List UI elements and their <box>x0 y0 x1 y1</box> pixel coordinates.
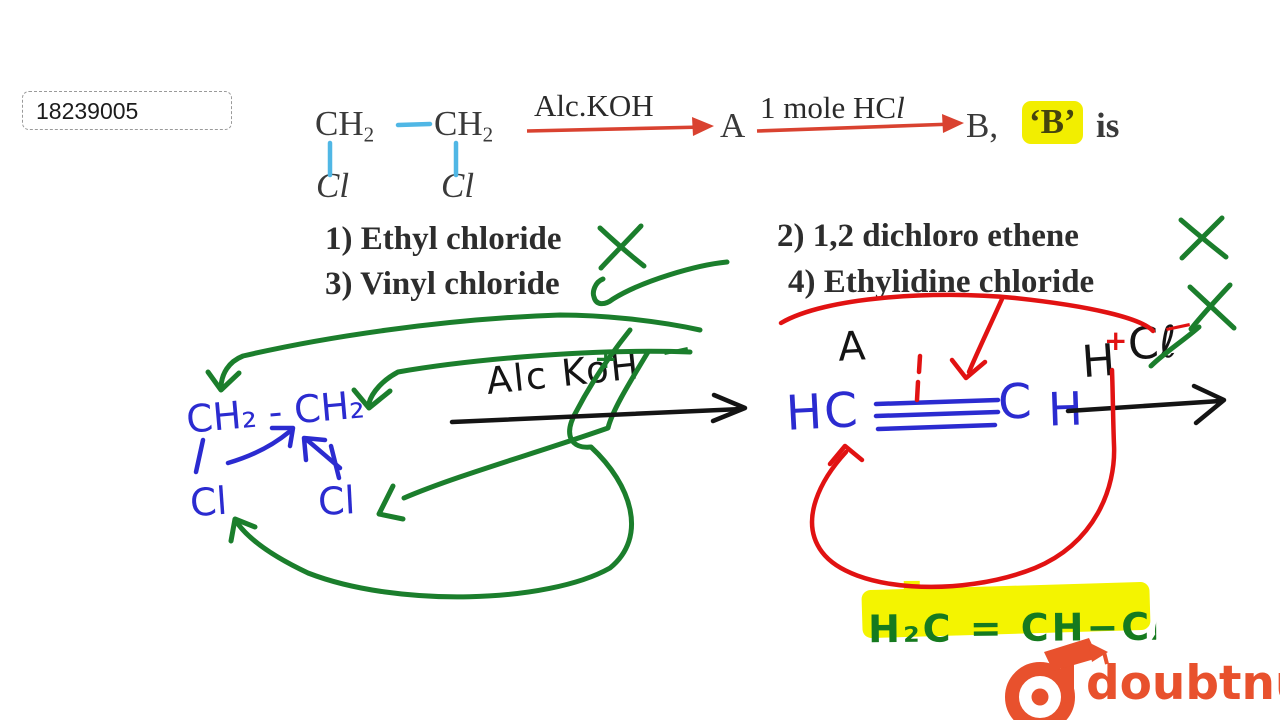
green-check-option-3 <box>590 259 730 307</box>
hand-bond-right <box>328 443 342 481</box>
suffix-is: is <box>1096 106 1120 145</box>
blue-swap-arrow-2 <box>304 437 343 471</box>
hand-arrow-2 <box>1065 398 1223 414</box>
logo-d-dot <box>1031 688 1049 706</box>
hand-arrow-2-head <box>1191 383 1227 426</box>
triple-bond-2 <box>873 409 1001 419</box>
blue-swap-arrowhead-2 <box>301 435 328 463</box>
green-arrowhead-ch2-left <box>205 369 242 393</box>
triple-bond-3 <box>875 422 998 432</box>
formula-ch2-right: CH2 <box>434 104 494 147</box>
hand-intermediate-a: A <box>836 323 867 371</box>
hand-reagent-alc-koh: Alc KoH <box>484 344 643 403</box>
green-arrowhead-cl-left <box>228 516 258 544</box>
red-branch-to-bond <box>966 296 1005 375</box>
option-1: 1) Ethyl chloride <box>325 221 562 257</box>
green-cross-option-4 <box>1187 282 1237 332</box>
highlighted-b: ‘B’ <box>1022 101 1083 144</box>
triple-bond-1 <box>873 397 1001 407</box>
option-2: 2) 1,2 dichloro ethene <box>777 218 1079 254</box>
hand-arrow-1 <box>449 406 745 425</box>
intermediate-a-label: A <box>720 106 746 145</box>
red-arrowhead-bond <box>949 357 988 381</box>
hand-alkyne-c: C <box>997 373 1033 431</box>
doubtnut-logo-text: doubtnut <box>1086 656 1280 711</box>
red-bond-mark <box>914 353 923 403</box>
option-4: 4) Ethylidine chloride <box>788 264 1095 300</box>
hand-minus-sign: − <box>655 325 697 375</box>
green-cross-option-2 <box>1178 215 1229 261</box>
hand-bond-left <box>193 437 206 475</box>
formula-cl-left: Cl <box>316 166 350 205</box>
reaction-arrow-1-head <box>692 117 714 136</box>
hand-hcl-plus: + <box>1104 324 1128 357</box>
option-3: 3) Vinyl chloride <box>325 266 560 302</box>
hand-cl-right: Cl <box>316 478 357 524</box>
reagent-label-alc-koh: Alc.KOH <box>534 88 654 123</box>
logo-d-bowl <box>1005 662 1075 720</box>
bond-cc <box>395 121 433 128</box>
reaction-arrow-2-head <box>942 114 964 133</box>
hand-alkyne-hc: HC <box>784 382 862 442</box>
logo-d-ascender <box>1061 653 1074 703</box>
green-cross-option-1 <box>597 223 647 271</box>
hand-reactant-formula: CH₂ - CH₂ <box>184 382 367 442</box>
hand-arrow-1-head <box>710 392 748 424</box>
formula-ch2-left: CH2 <box>315 104 375 147</box>
question-id-box <box>22 91 232 130</box>
reaction-arrow-1 <box>526 125 705 133</box>
hand-cl-left: Cl <box>188 478 229 526</box>
green-arrowhead-cl-right <box>376 483 406 522</box>
hand-answer-formula: H₂C = CH−Cℓ <box>867 604 1157 644</box>
answer-area: H₂C = CH−Cℓ <box>860 579 1157 644</box>
hand-alkyne-h: H <box>1047 381 1084 437</box>
formula-cl-right: Cl <box>441 166 475 205</box>
red-arrowhead-hc <box>827 443 865 467</box>
question-id: 18239005 <box>36 98 139 124</box>
hand-plus-sign: + <box>594 342 618 375</box>
product-b-label: B, <box>966 106 999 145</box>
reagent-label-hcl: 1 mole HCl <box>760 90 905 125</box>
